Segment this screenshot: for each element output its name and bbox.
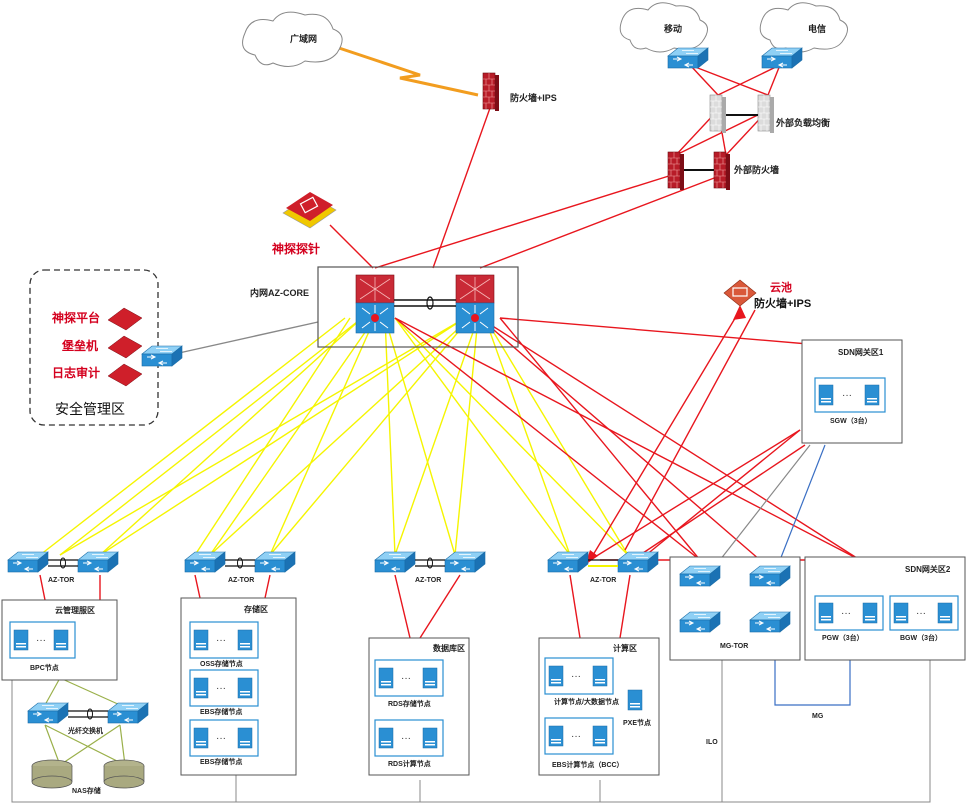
gw2-node-1: BGW（3台） — [900, 633, 942, 642]
outer-fw-label: 外部防火墙 — [733, 164, 779, 175]
gw2-node-group-0: ··· — [814, 595, 884, 631]
compute-node-0: 计算节点/大数据节点 — [554, 697, 619, 706]
switch-mobile — [667, 47, 709, 69]
tor-pair-4 — [547, 551, 659, 573]
cloud-telecom-label: 电信 — [808, 23, 826, 34]
zone-cloud-mgmt-node: BPC节点 — [30, 663, 59, 672]
cloud-wan-label: 广域网 — [290, 33, 317, 44]
tor-pair-3 — [374, 551, 486, 573]
mg-switch-1 — [679, 565, 721, 587]
db-node-group-1: ··· — [374, 719, 444, 757]
tor-label-1: AZ-TOR — [48, 577, 74, 584]
mg-switch-4 — [749, 611, 791, 633]
tor-label-3: AZ-TOR — [415, 577, 441, 584]
gw1-node: SGW（3台） — [830, 416, 872, 425]
switch-telecom — [761, 47, 803, 69]
mg-link-label: MG — [812, 713, 824, 720]
storage-node-1: EBS存储节点 — [200, 707, 242, 716]
svg-text:···: ··· — [571, 671, 581, 682]
probe-device — [282, 192, 337, 229]
svg-text:···: ··· — [841, 608, 851, 619]
security-zone-title: 安全管理区 — [55, 401, 125, 417]
compute-node-1: EBS计算节点（BCC） — [552, 760, 624, 769]
mg-switch-2 — [749, 565, 791, 587]
outer-fw-right — [713, 151, 731, 191]
storage-node-group-0: ··· — [189, 621, 259, 659]
cloud-mobile: 移动 — [619, 2, 708, 53]
security-switch — [141, 345, 183, 367]
zone-compute-title: 计算区 — [613, 643, 637, 653]
probe-label: 神探探针 — [272, 241, 320, 256]
core-label: 内网AZ-CORE — [250, 287, 309, 298]
db-node-0: RDS存储节点 — [388, 699, 431, 708]
security-item-2: 日志审计 — [52, 365, 100, 380]
security-item-0: 神探平台 — [52, 310, 100, 325]
nas-disk-right — [103, 759, 145, 789]
mg-tor-label: MG-TOR — [720, 643, 748, 650]
svg-text:···: ··· — [401, 733, 411, 744]
zone-gw2-title: SDN网关区2 — [905, 564, 951, 574]
db-node-1: RDS计算节点 — [388, 759, 431, 768]
svg-text:···: ··· — [216, 733, 226, 744]
outer-lb-label: 外部负载均衡 — [775, 117, 830, 128]
cloud-wan: 广域网 — [242, 11, 343, 67]
storage-node-group-2: ··· — [189, 719, 259, 757]
cloud-telecom: 电信 — [759, 2, 848, 53]
lb-right — [757, 94, 775, 134]
db-node-group-0: ··· — [374, 659, 444, 697]
fiber-switch-pair — [27, 702, 149, 724]
ilo-link-label: ILO — [706, 739, 718, 746]
svg-text:···: ··· — [216, 635, 226, 646]
storage-node-2: EBS存储节点 — [200, 757, 242, 766]
gw1-node-group: ··· — [814, 377, 886, 413]
storage-node-0: OSS存储节点 — [200, 659, 243, 668]
mg-switch-3 — [679, 611, 721, 633]
zone-gw1-title: SDN网关区1 — [838, 347, 884, 357]
compute-node-group-1: ··· — [544, 717, 614, 755]
fiber-switch-label: 光纤交换机 — [67, 726, 103, 735]
security-devices — [107, 307, 143, 387]
security-item-1: 堡垒机 — [62, 338, 98, 353]
links-other — [11, 43, 931, 803]
core-switch-left — [355, 274, 395, 334]
svg-text:···: ··· — [916, 608, 926, 619]
lb-left — [709, 94, 727, 134]
cloud-mobile-label: 移动 — [664, 23, 682, 34]
zone-storage-title: 存储区 — [243, 604, 268, 614]
storage-node-group-1: ··· — [189, 669, 259, 707]
tor-pair-1 — [7, 551, 119, 573]
tor-label-4: AZ-TOR — [590, 577, 616, 584]
links-yellow — [39, 317, 629, 556]
tor-label-2: AZ-TOR — [228, 577, 254, 584]
nas-disk-left — [31, 759, 73, 789]
tor-pair-2 — [184, 551, 296, 573]
svg-text:···: ··· — [401, 673, 411, 684]
gw2-node-0: PGW（3台） — [822, 633, 864, 642]
gw2-node-group-1: ··· — [889, 595, 959, 631]
cloud-pool-firewall — [723, 279, 757, 307]
compute-node-group-0: ··· — [544, 657, 614, 695]
svg-text:···: ··· — [216, 683, 226, 694]
nas-label: NAS存储 — [72, 786, 101, 795]
pxe-server — [627, 689, 643, 711]
core-switch-right — [455, 274, 495, 334]
zone-cloud-mgmt-title: 云管理服区 — [55, 605, 95, 615]
wan-firewall — [482, 72, 500, 112]
cloud-pool-label: 云池 — [770, 280, 792, 294]
wan-fw-label: 防火墙+IPS — [510, 92, 557, 103]
pxe-label: PXE节点 — [623, 718, 651, 727]
svg-text:···: ··· — [36, 635, 46, 646]
core-box — [317, 266, 519, 348]
cloud-pool-fw-label: 防火墙+IPS — [754, 296, 811, 310]
outer-fw-left — [667, 151, 685, 191]
zone-database-title: 数据库区 — [433, 643, 465, 653]
svg-text:···: ··· — [842, 390, 852, 401]
svg-text:···: ··· — [571, 731, 581, 742]
